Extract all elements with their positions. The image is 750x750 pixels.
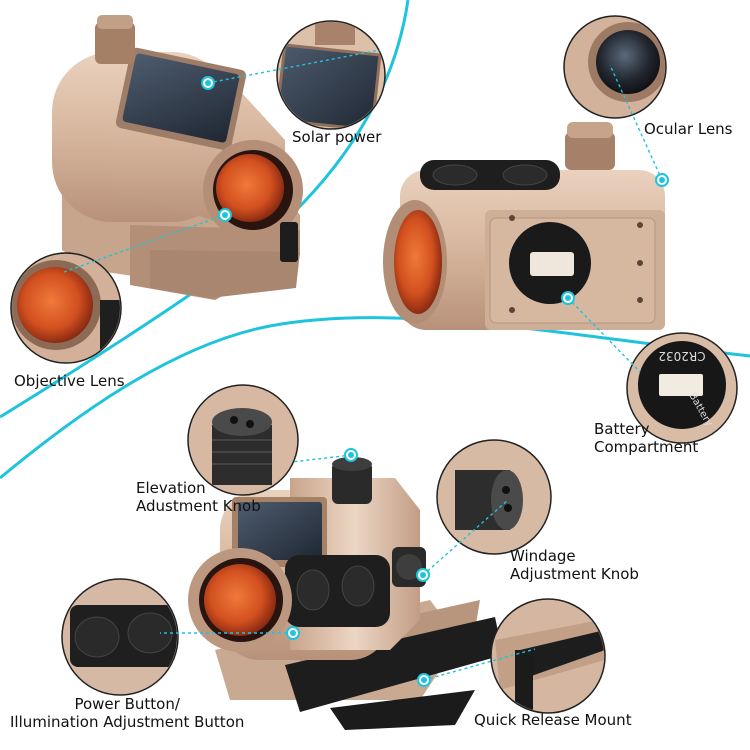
label-ocular-lens: Ocular Lens (644, 120, 733, 138)
label-windage-knob: Windage Adjustment Knob (510, 547, 639, 583)
label-battery-line-1: Battery (594, 420, 650, 438)
label-battery-line-2: Compartment (594, 438, 699, 456)
label-battery-compartment: Battery Compartment (594, 420, 698, 456)
marker-objective (218, 208, 232, 222)
marker-dots (201, 76, 669, 687)
label-power-line-1: Power Button/ (74, 695, 180, 713)
power-button-detail (61, 578, 179, 696)
marker-quick-release (417, 673, 431, 687)
sight-three-quarter-view (188, 457, 503, 730)
label-solar-power: Solar power (292, 128, 382, 146)
quick-release-detail (490, 598, 606, 714)
marker-power (286, 626, 300, 640)
label-elevation-line-1: Elevation (136, 479, 206, 497)
marker-ocular (655, 173, 669, 187)
label-power-line-2: Illumination Adjustment Button (10, 713, 245, 731)
solar-power-detail (276, 20, 386, 130)
label-windage-line-2: Adjustment Knob (510, 565, 639, 583)
sight-side-view (383, 122, 665, 330)
divider-curve-bottom (0, 316, 750, 480)
battery-compartment-detail: CR2032 Battery (626, 332, 738, 444)
label-power-button: Power Button/ Illumination Adjustment Bu… (10, 695, 244, 731)
connector-lines (63, 49, 663, 681)
windage-knob-detail (436, 439, 552, 555)
label-elevation-knob: Elevation Adustment Knob (136, 479, 261, 515)
label-elevation-line-2: Adustment Knob (136, 497, 261, 515)
label-objective-lens: Objective Lens (14, 372, 125, 390)
sight-front-view (52, 15, 303, 300)
marker-battery (561, 291, 575, 305)
battery-model-text: CR2032 (658, 349, 705, 363)
label-quick-release: Quick Release Mount (474, 711, 632, 729)
ocular-lens-detail (563, 15, 667, 119)
elevation-knob-detail (187, 384, 299, 496)
label-windage-line-1: Windage (510, 547, 576, 565)
marker-windage (416, 568, 430, 582)
marker-solar (201, 76, 215, 90)
marker-elevation (344, 448, 358, 462)
